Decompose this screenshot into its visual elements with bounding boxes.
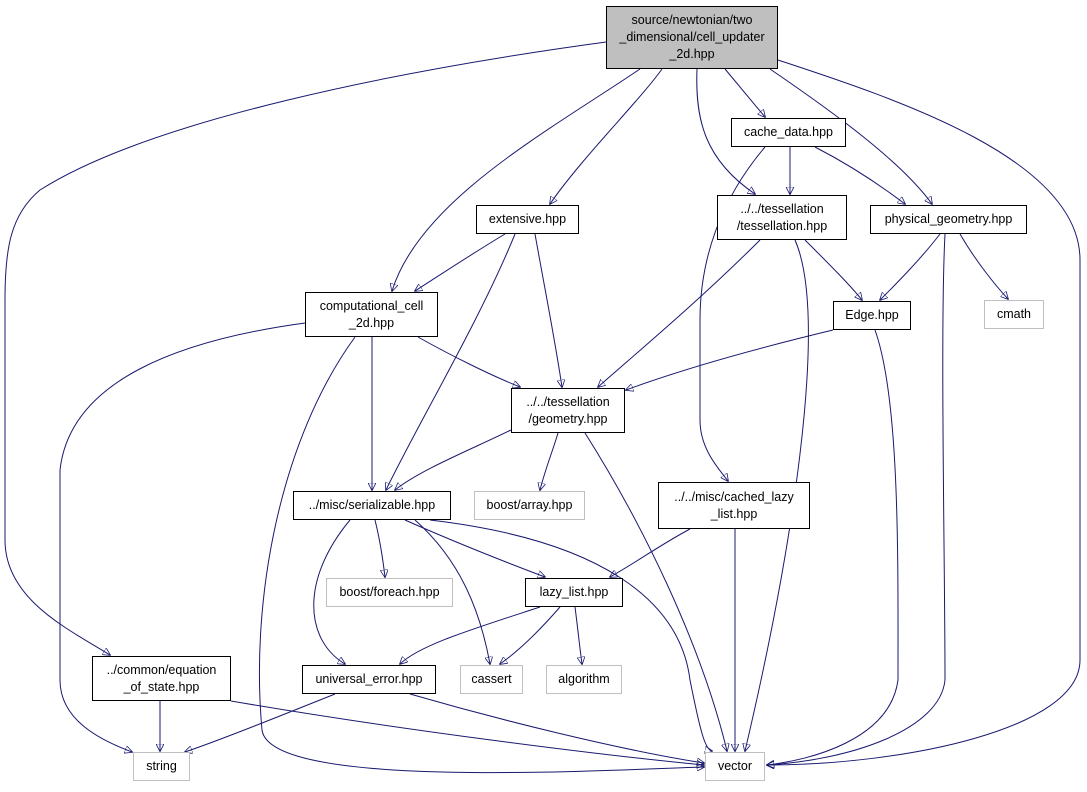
node-edge[interactable]: Edge.hpp [833,301,911,330]
edge-geometry-to-boost-array [540,432,559,490]
edge-tessellation-to-vector [745,239,809,751]
node-boost-foreach[interactable]: boost/foreach.hpp [326,578,453,607]
edge-cached-lazy-list-to-lazy-list [610,528,691,577]
edge-physical-geometry-to-cmath [959,233,1008,299]
edge-root-to-vector [767,59,1081,765]
edge-computational-cell-to-geometry [417,336,520,387]
node-tessellation[interactable]: ../../tessellation /tessellation.hpp [717,195,847,240]
node-physical-geometry[interactable]: physical_geometry.hpp [870,205,1027,234]
edge-root-to-computational-cell [392,68,641,291]
edge-equation-of-state-to-vector [230,700,704,765]
node-geometry[interactable]: ../../tessellation /geometry.hpp [511,388,625,433]
edge-root-to-extensive [550,68,663,204]
node-algorithm[interactable]: algorithm [546,665,622,694]
edge-computational-cell-to-vector [258,336,704,774]
node-string[interactable]: string [133,752,190,781]
edge-root-to-cache-data [724,68,765,117]
edge-physical-geometry-to-edge [880,233,941,300]
edge-serializable-to-lazy-list [404,519,545,577]
node-extensive[interactable]: extensive.hpp [476,205,579,234]
edge-cache-data-to-physical-geometry [814,146,905,204]
node-cmath[interactable]: cmath [984,300,1044,329]
edge-physical-geometry-to-vector [767,233,946,765]
edge-lazy-list-to-universal-error [400,606,541,664]
node-cached-lazy-list[interactable]: ../../misc/cached_lazy _list.hpp [658,482,810,529]
node-computational-cell-2d[interactable]: computational_cell _2d.hpp [305,292,438,337]
edge-cache-data-to-cached-lazy-list [699,146,766,481]
node-lazy-list[interactable]: lazy_list.hpp [525,578,623,607]
edge-extensive-to-serializable [386,233,516,490]
edge-lazy-list-to-algorithm [574,606,582,664]
node-universal-error[interactable]: universal_error.hpp [302,665,436,694]
node-serializable[interactable]: ../misc/serializable.hpp [293,491,451,520]
edge-edge-to-vector [767,329,899,765]
edge-universal-error-to-string [185,693,336,752]
node-vector[interactable]: vector [705,752,765,781]
edge-root-to-physical-geometry [769,68,932,204]
edge-tessellation-to-geometry [598,239,761,387]
edge-serializable-to-cassert [414,519,490,664]
edge-edge-to-geometry [626,329,834,390]
edge-serializable-to-vector [429,519,712,751]
node-cell-updater-2d[interactable]: source/newtonian/two _dimensional/cell_u… [606,6,778,69]
edge-computational-cell-to-string [59,322,306,752]
node-cassert[interactable]: cassert [460,665,523,694]
node-equation-of-state[interactable]: ../common/equation _of_state.hpp [92,656,231,701]
edge-geometry-to-vector [584,432,727,751]
node-cache-data[interactable]: cache_data.hpp [731,118,846,147]
edge-serializable-to-universal-error [313,519,351,664]
edge-geometry-to-serializable [395,429,512,490]
edge-extensive-to-computational-cell [415,233,506,291]
edge-root-to-equation-of-state [4,41,607,655]
edge-lazy-list-to-cassert [500,606,561,664]
edge-serializable-to-boost-foreach [374,519,385,577]
node-boost-array[interactable]: boost/array.hpp [474,491,585,520]
edge-extensive-to-geometry [534,233,562,387]
edge-tessellation-to-edge [804,239,862,300]
edge-universal-error-to-vector [409,693,704,763]
